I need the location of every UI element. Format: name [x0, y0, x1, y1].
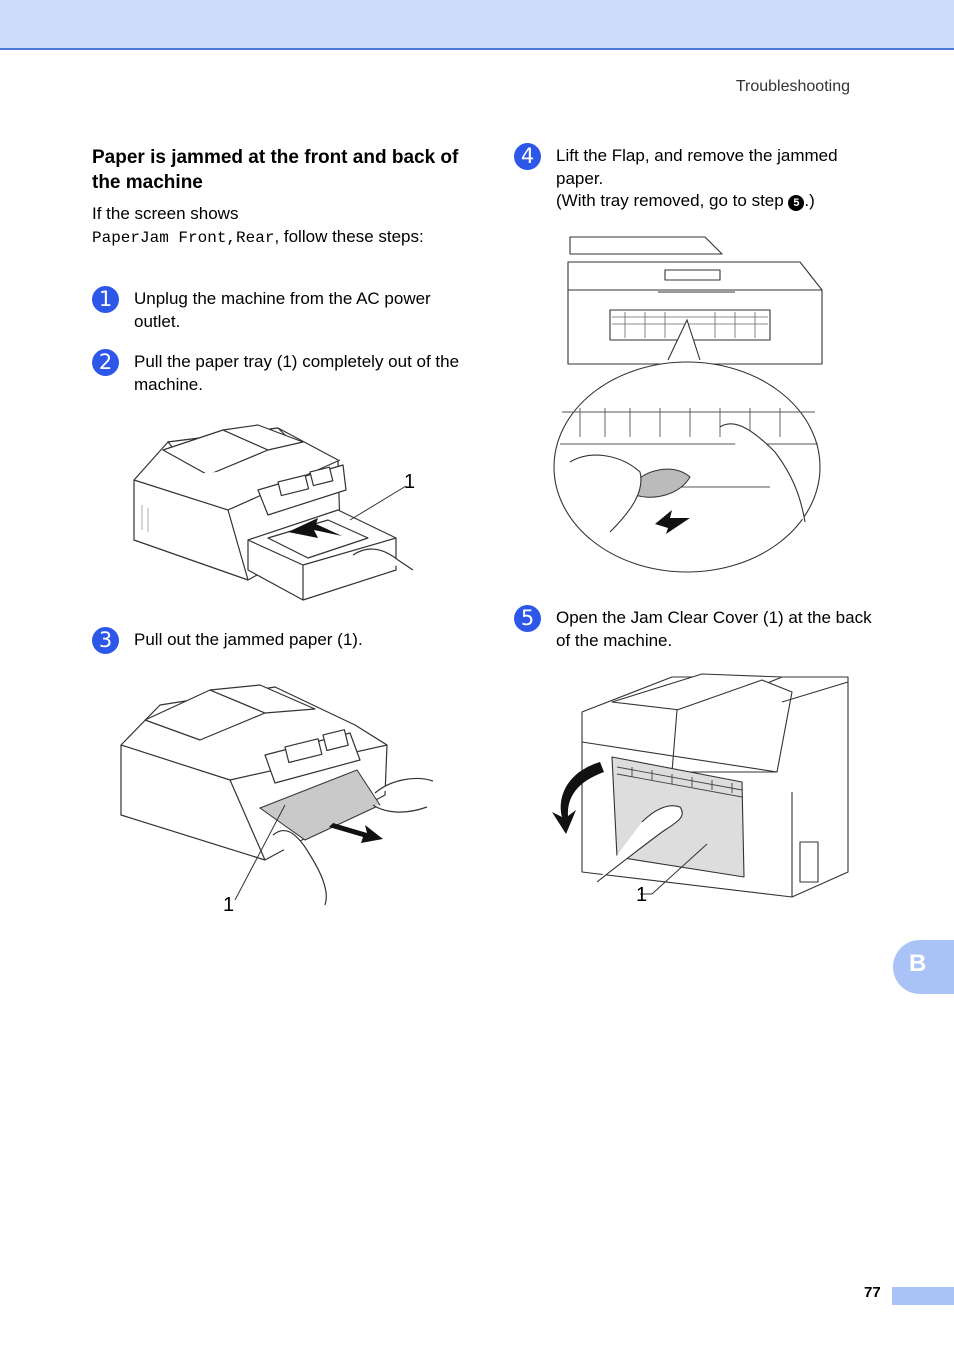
- step-number-badge: 4: [514, 143, 541, 170]
- step-number-badge: 1: [92, 286, 119, 313]
- step-text: Open the Jam Clear Cover (1) at the back…: [556, 608, 872, 650]
- step-note-prefix: (With tray removed, go to step: [556, 191, 789, 210]
- appendix-tab-letter: B: [909, 950, 927, 977]
- intro-suffix: , follow these steps:: [274, 226, 424, 246]
- figure-callout-label: 1: [223, 894, 234, 916]
- step-number-badge: 2: [92, 349, 119, 376]
- page-number: 77: [864, 1284, 881, 1301]
- figure-callout-label: 1: [404, 471, 415, 493]
- step-text: Pull the paper tray (1) completely out o…: [134, 352, 460, 394]
- footer-bar: [892, 1287, 954, 1305]
- error-code: PaperJam Front,Rear: [92, 228, 275, 247]
- step-note-suffix: .): [804, 191, 815, 210]
- step-text: Pull out the jammed paper (1).: [134, 630, 363, 649]
- intro-prefix: If the screen shows: [92, 204, 239, 223]
- step-number-badge: 3: [92, 627, 119, 654]
- flap-magnified-illustration: [553, 236, 823, 573]
- header-band: [0, 0, 954, 50]
- appendix-tab: B: [893, 940, 954, 994]
- intro-paragraph: If the screen shows PaperJam Front,Rear,…: [92, 203, 472, 249]
- figure-callout-label: 1: [636, 884, 647, 906]
- step-reference-badge: 5: [788, 195, 805, 211]
- step-text: Lift the Flap, and remove the jammed pap…: [556, 146, 838, 188]
- step-text: Unplug the machine from the AC power out…: [134, 289, 431, 331]
- jam-clear-cover-illustration: 1: [552, 673, 849, 906]
- printer-tray-illustration: 1: [133, 424, 415, 601]
- step-number-badge: 5: [514, 605, 541, 632]
- section-heading: Paper is jammed at the front and back of…: [92, 147, 459, 193]
- jammed-paper-illustration: 1: [120, 684, 434, 916]
- section-title: Troubleshooting: [735, 78, 850, 95]
